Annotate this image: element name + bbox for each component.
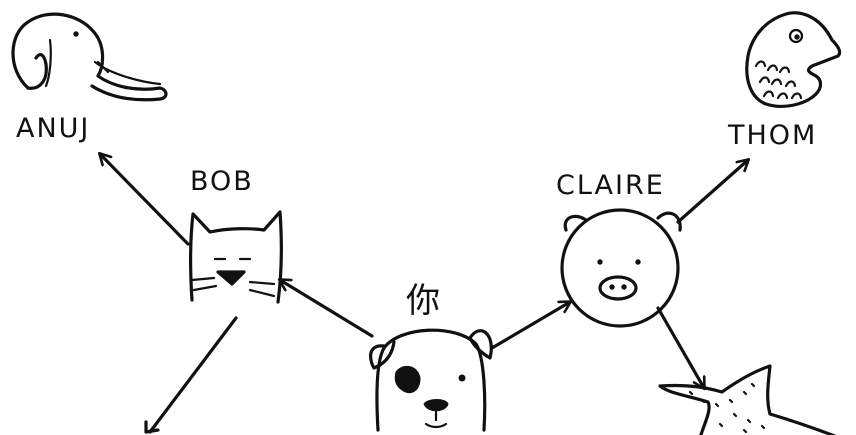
pig-icon <box>560 208 682 328</box>
edge-bob-anuj <box>100 154 190 246</box>
edge-bob-offscreen <box>144 316 238 434</box>
node-label-thom: THOM <box>727 120 817 151</box>
cat-icon <box>189 210 283 304</box>
node-label-you: 你 <box>406 281 440 321</box>
edge-you-claire <box>490 302 570 350</box>
edge-you-bob <box>280 280 374 338</box>
dog-icon <box>369 328 493 432</box>
elephant-icon <box>11 12 168 102</box>
fish-icon <box>745 11 842 108</box>
node-label-anuj: ANUJ <box>16 113 90 144</box>
edge-claire-thom <box>676 160 748 224</box>
edge-claire-starfish <box>656 306 704 388</box>
starfish-icon <box>658 364 837 435</box>
node-label-bob: BOB <box>190 166 254 197</box>
node-label-claire: CLAIRE <box>556 170 665 201</box>
